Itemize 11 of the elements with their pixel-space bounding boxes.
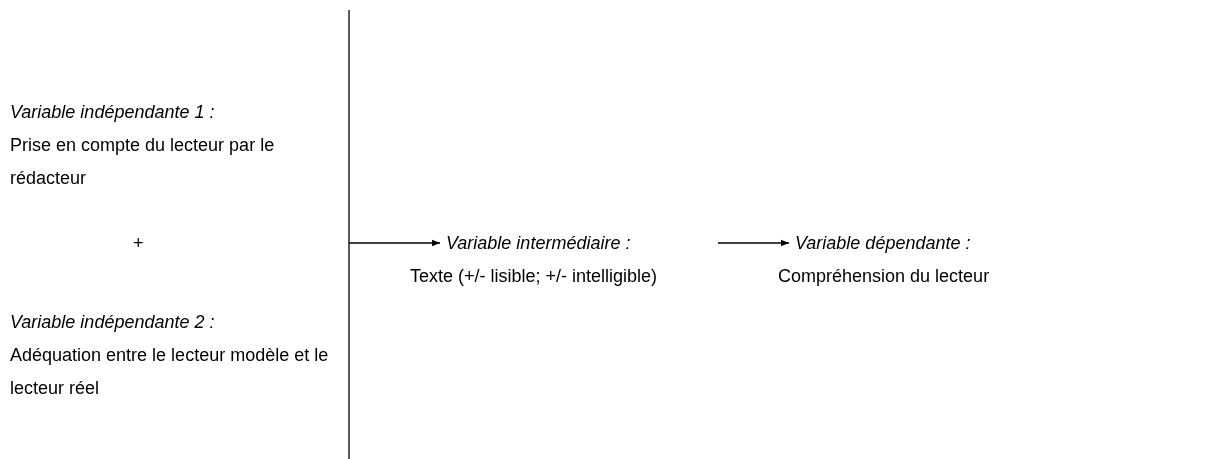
variable-heading: Variable indépendante 1 : [10,101,216,124]
arrow [348,239,441,247]
variable-heading: Variable dépendante : [795,232,972,255]
plus-sign: + [133,232,144,255]
variable-heading: Variable intermédiaire : [446,232,632,255]
variable-description: Adéquation entre le lecteur modèle et le lecteur réel [10,344,330,400]
arrow [717,239,790,247]
variable-heading: Variable indépendante 2 : [10,311,216,334]
variable-description: Texte (+/- lisible; +/- intelligible) [410,265,659,288]
variable-description: Compréhension du lecteur [778,265,991,288]
variable-description: Prise en compte du lecteur par le rédacteur [10,134,276,190]
